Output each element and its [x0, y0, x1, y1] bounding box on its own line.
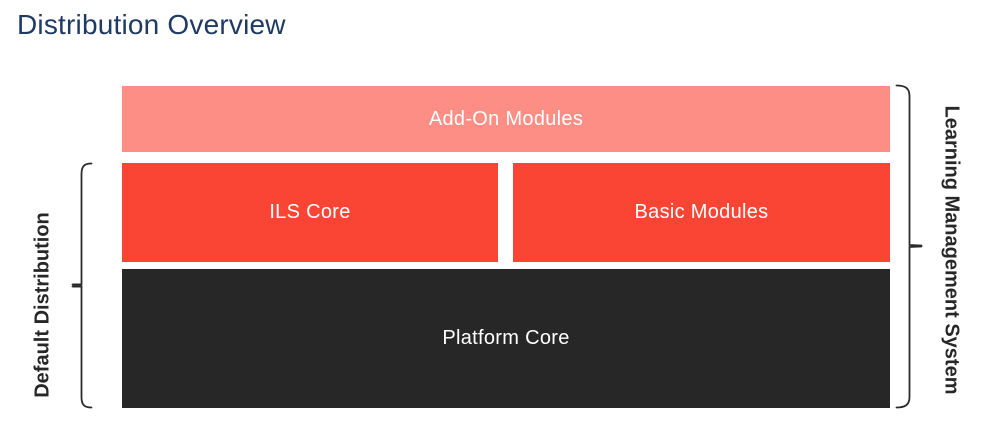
left-group-label: Default Distribution	[31, 212, 54, 398]
box-addon-modules: Add-On Modules	[122, 86, 890, 152]
left-bracket-icon	[71, 162, 93, 409]
box-addon-modules-label: Add-On Modules	[428, 107, 584, 130]
right-group-label: Learning Management System	[940, 105, 963, 395]
box-ils-core: ILS Core	[122, 163, 498, 262]
box-platform-core: Platform Core	[122, 269, 890, 408]
box-platform-core-label: Platform Core	[442, 327, 570, 349]
box-basic-modules-label: Basic Modules	[634, 201, 769, 223]
box-basic-modules: Basic Modules	[513, 163, 890, 262]
right-bracket-icon	[895, 84, 923, 409]
box-ils-core-label: ILS Core	[269, 201, 351, 223]
page-title: Distribution Overview	[17, 9, 286, 40]
